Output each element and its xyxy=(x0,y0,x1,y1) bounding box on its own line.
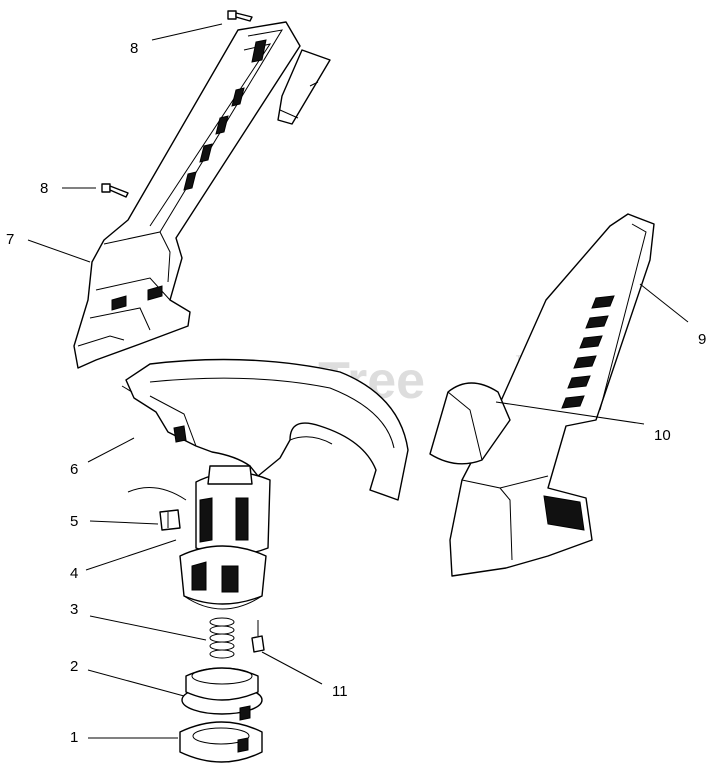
housing-left-part xyxy=(73,21,331,369)
screw-top-part xyxy=(227,10,253,22)
leader-8-top xyxy=(151,23,223,41)
housing-right-part xyxy=(449,213,655,577)
handle-insert-part xyxy=(429,382,511,465)
leader-11 xyxy=(261,651,323,685)
callout-7: 7 xyxy=(6,231,14,248)
screw-middle-part xyxy=(101,183,129,198)
callout-9: 9 xyxy=(698,331,706,348)
leader-10 xyxy=(495,401,645,425)
spool-part xyxy=(181,667,263,721)
callout-10: 10 xyxy=(654,427,671,444)
leader-6 xyxy=(87,437,135,463)
callout-6: 6 xyxy=(70,461,78,478)
callout-2: 2 xyxy=(70,658,78,675)
callout-8-middle: 8 xyxy=(40,180,48,197)
spool-cap-part xyxy=(179,721,263,763)
leader-7 xyxy=(27,239,91,263)
callout-3: 3 xyxy=(70,601,78,618)
leader-2 xyxy=(87,669,185,697)
leader-5 xyxy=(89,520,159,525)
clip-part xyxy=(251,620,265,653)
callout-1: 1 xyxy=(70,729,78,746)
callout-8-top: 8 xyxy=(130,40,138,57)
leader-3 xyxy=(89,615,207,641)
callout-4: 4 xyxy=(70,565,78,582)
guard-part xyxy=(121,358,409,501)
spring-part xyxy=(209,617,235,659)
callout-11: 11 xyxy=(332,683,348,700)
motor-part xyxy=(127,465,271,610)
callout-5: 5 xyxy=(70,513,78,530)
terminal-part xyxy=(159,509,181,531)
leader-9 xyxy=(639,283,689,323)
leader-4 xyxy=(85,539,177,571)
